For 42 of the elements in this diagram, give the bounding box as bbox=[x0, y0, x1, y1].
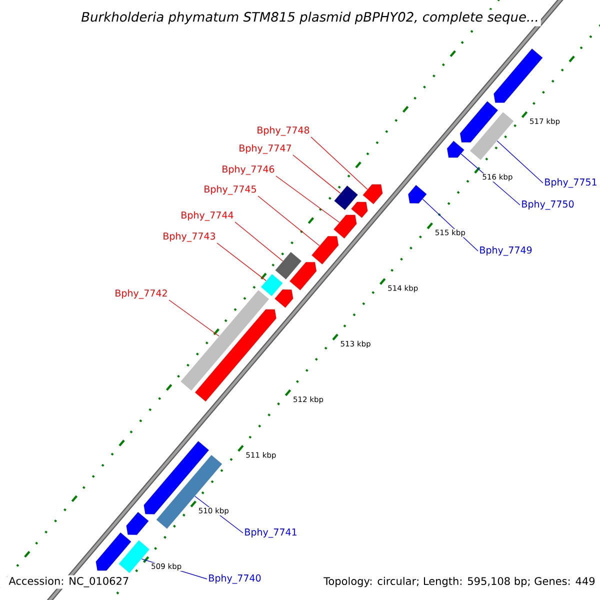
gene-block bbox=[274, 290, 294, 308]
gene-label: Bphy_7741 bbox=[245, 528, 296, 538]
leader-line bbox=[496, 140, 544, 184]
leader-line bbox=[310, 136, 368, 190]
leader-line bbox=[216, 242, 266, 282]
footer-text: Topology: circular; Length: 595,108 bp; Genes: 449 bbox=[322, 575, 597, 589]
gene-label: Bphy_7748 bbox=[258, 126, 310, 136]
gene-label: Bphy_7742 bbox=[116, 289, 167, 299]
title: Burkholderia phymatum STM815 plasmid pBPHY02, complete seque... bbox=[79, 10, 541, 26]
gene-label: Bphy_7745 bbox=[204, 185, 256, 195]
leader-line bbox=[258, 196, 320, 246]
gene-block bbox=[334, 214, 357, 238]
gene-block bbox=[447, 140, 464, 158]
gene-label: Bphy_7749 bbox=[480, 246, 532, 256]
gene-label: Bphy_7740 bbox=[209, 574, 261, 584]
gene-box bbox=[275, 252, 302, 280]
gene-block bbox=[96, 532, 132, 571]
gene-block bbox=[312, 236, 339, 264]
gene-block bbox=[494, 48, 543, 103]
leader-line bbox=[292, 154, 341, 194]
gene-label: Bphy_7750 bbox=[522, 200, 574, 210]
footer-text: Accession: NC_010627 bbox=[7, 575, 131, 589]
gene-box bbox=[180, 290, 270, 391]
gene-block bbox=[290, 262, 317, 290]
gene-block bbox=[408, 185, 427, 204]
leader-line bbox=[168, 300, 220, 336]
leader-line bbox=[234, 222, 284, 262]
gene-block bbox=[194, 309, 276, 402]
gene-label: Bphy_7743 bbox=[164, 232, 216, 242]
gene-box bbox=[261, 274, 283, 296]
gene-box bbox=[118, 540, 150, 573]
gene-block bbox=[362, 184, 383, 204]
gene-block bbox=[351, 202, 368, 218]
gene-block bbox=[460, 101, 498, 142]
gene-box bbox=[470, 112, 514, 160]
gene-block bbox=[126, 512, 149, 535]
gene-box bbox=[334, 186, 358, 210]
gene-label: Bphy_7744 bbox=[182, 211, 234, 221]
gene-label: Bphy_7751 bbox=[545, 178, 596, 188]
leader-line bbox=[276, 176, 340, 223]
gene-label: Bphy_7746 bbox=[222, 165, 274, 175]
gene-label: Bphy_7747 bbox=[240, 144, 291, 154]
